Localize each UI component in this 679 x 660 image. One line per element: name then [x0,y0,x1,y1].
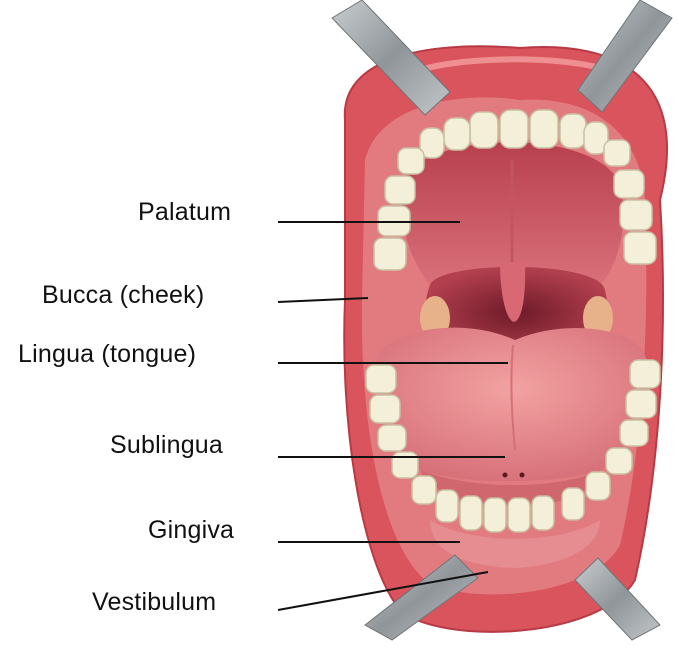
label-gingiva: Gingiva [148,518,234,543]
label-lingua: Lingua (tongue) [18,342,196,367]
sublingual-dot [503,473,508,478]
label-sublingua: Sublingua [110,433,223,458]
label-vestibulum: Vestibulum [92,590,216,615]
label-palatum: Palatum [138,200,231,225]
sublingual-dot [520,473,525,478]
label-bucca: Bucca (cheek) [42,283,204,308]
